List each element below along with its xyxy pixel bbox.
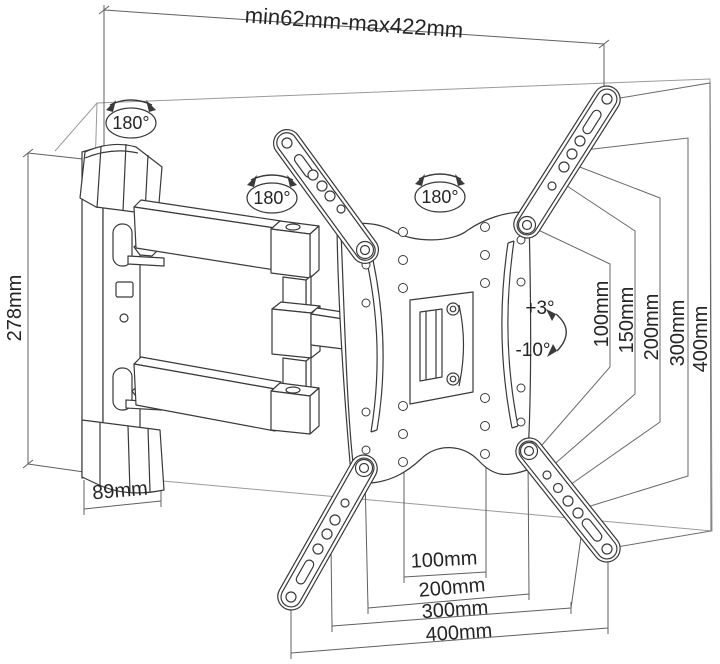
tilt-arrow-up bbox=[546, 309, 556, 321]
elbow-top-block-side bbox=[309, 225, 320, 279]
dim-vesa-h-400-lines bbox=[290, 556, 609, 659]
wall-cover-bottom-seams bbox=[99, 423, 151, 494]
extension-arm-upper-left bbox=[273, 129, 379, 264]
extension-arms bbox=[273, 85, 621, 611]
dim-height-lines bbox=[22, 148, 85, 473]
elbow-top-block-front bbox=[270, 228, 311, 279]
vesa-slot-left bbox=[366, 259, 384, 433]
extension-arm-lower-left bbox=[277, 454, 378, 611]
vesa-v-100-bracket bbox=[533, 227, 611, 454]
tilt-arrow-down bbox=[547, 344, 557, 357]
extension-arm-lower-right bbox=[515, 437, 621, 563]
central-bracket-handle bbox=[458, 304, 465, 387]
articulating-arms bbox=[133, 199, 414, 435]
vesa-v-150-bracket bbox=[549, 179, 636, 469]
dim-extension-range-lines bbox=[98, 5, 610, 146]
swivel-badge-1 bbox=[105, 99, 157, 139]
wall-cover-bottom bbox=[81, 419, 165, 494]
swivel-badge-2 bbox=[246, 174, 298, 214]
central-bracket-channel-lines bbox=[425, 310, 437, 380]
extension-arm-upper-right bbox=[513, 85, 621, 239]
swivel-badges bbox=[105, 99, 466, 214]
wall-plate-hole-rect bbox=[115, 281, 134, 298]
vesa-v-300-bracket bbox=[583, 137, 689, 509]
wall-plate-hole-round bbox=[119, 313, 129, 323]
elbow-top-pivot-cap bbox=[285, 223, 301, 231]
dim-vesa-h-200-lines bbox=[364, 459, 530, 614]
wall-plate-slot-top bbox=[112, 223, 133, 267]
wall-cover-top-seams bbox=[84, 143, 149, 214]
central-bracket bbox=[409, 291, 474, 405]
elbow-bottom-pivot-cap bbox=[285, 386, 301, 394]
vesa-vertical-brackets bbox=[533, 82, 712, 549]
elbow-bottom-block-front bbox=[270, 390, 311, 435]
wall-bracket bbox=[79, 143, 165, 494]
bolt-flange-top bbox=[127, 255, 165, 267]
central-bracket-channel bbox=[419, 308, 443, 382]
elbow-bottom-block-side bbox=[309, 387, 320, 435]
vesa-slot-right bbox=[501, 240, 519, 429]
vesa-v-200-bracket bbox=[566, 163, 661, 488]
dim-vesa-h-300-lines bbox=[330, 515, 585, 632]
elbow-mid-block-front bbox=[271, 308, 312, 359]
vesa-plate-left-rim bbox=[340, 231, 356, 481]
dim-vesa-h-100-lines bbox=[403, 457, 487, 583]
vesa-plate-holes bbox=[361, 222, 526, 467]
vesa-v-400-bracket bbox=[610, 82, 712, 549]
dimension-lines bbox=[22, 5, 610, 659]
swivel-badge-3 bbox=[414, 173, 466, 213]
tilt-indicator bbox=[546, 309, 567, 357]
